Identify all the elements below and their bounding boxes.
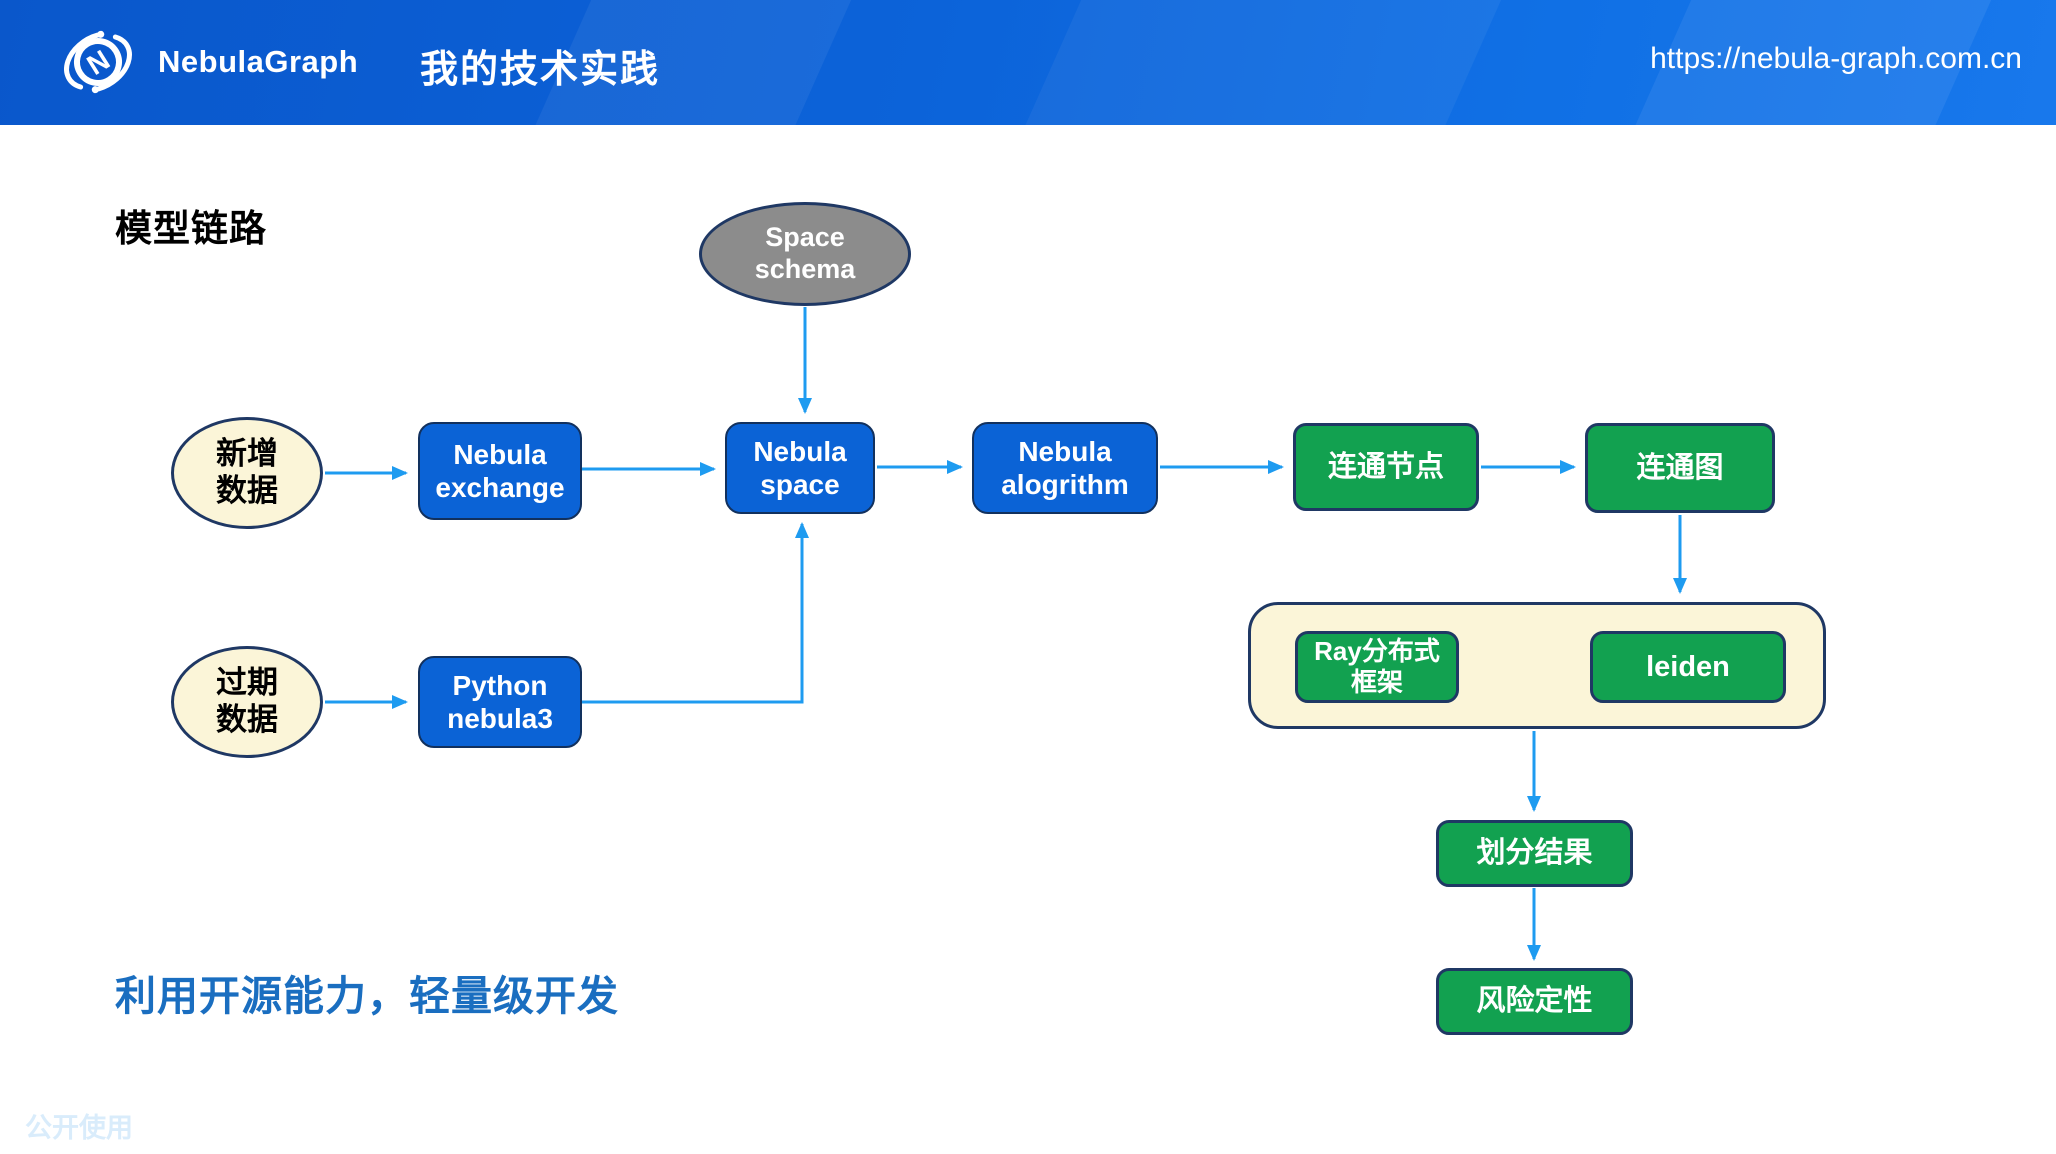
node-space-schema: Space schema	[699, 202, 911, 306]
node-new-data: 新增 数据	[171, 417, 323, 529]
arrow-python-to-space	[582, 522, 809, 704]
header-banner: N NebulaGraph 我的技术实践 https://nebula-grap…	[0, 0, 2056, 125]
node-nebula-algorithm: Nebula alogrithm	[972, 422, 1158, 514]
nebulagraph-orbit-icon: N	[64, 30, 132, 94]
node-python-nebula3: Python nebula3	[418, 656, 582, 748]
section-title: 模型链路	[115, 209, 267, 250]
header-url: https://nebula-graph.com.cn	[1650, 42, 2022, 75]
svg-text:N: N	[81, 44, 115, 81]
logo-text: NebulaGraph	[158, 44, 359, 79]
header-stripe	[1001, 0, 1519, 125]
watermark-text: 公开使用	[25, 1113, 133, 1143]
slide-header-title: 我的技术实践	[420, 49, 661, 91]
node-nebula-exchange: Nebula exchange	[418, 422, 582, 520]
node-expired-data: 过期 数据	[171, 646, 323, 758]
node-connected-nodes: 连通节点	[1293, 423, 1479, 511]
node-partition-result: 划分结果	[1436, 820, 1633, 887]
node-risk-qualitative: 风险定性	[1436, 968, 1633, 1035]
node-connected-graph: 连通图	[1585, 423, 1775, 513]
node-leiden: leiden	[1590, 631, 1786, 703]
nebulagraph-logo: N NebulaGraph	[52, 18, 358, 106]
node-nebula-space: Nebula space	[725, 422, 875, 514]
footnote-text: 利用开源能力，轻量级开发	[115, 973, 619, 1019]
node-ray-framework: Ray分布式 框架	[1295, 631, 1459, 703]
